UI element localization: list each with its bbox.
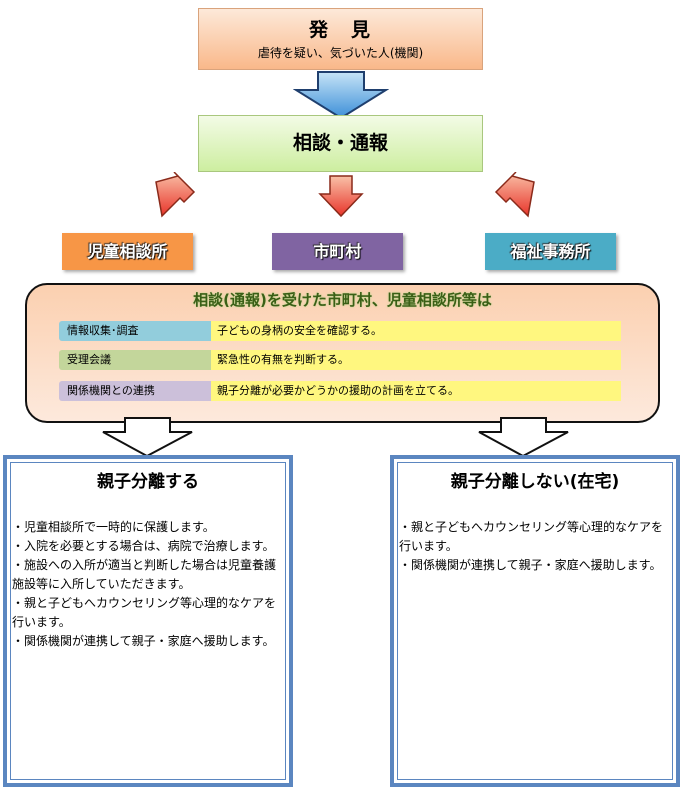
list-item: ・関係機関が連携して親子・家庭へ援助します。 xyxy=(399,558,662,572)
org-child-guidance-center: 児童相談所 xyxy=(62,233,193,270)
down-arrow-icon xyxy=(102,417,193,458)
home-title: 親子分離しない(在宅) xyxy=(450,472,620,492)
process-panel: 相談(通報)を受けた市町村、児童相談所等は 情報収集･調査子どもの身柄の安全を確… xyxy=(25,283,660,423)
org-welfare-office: 福祉事務所 xyxy=(485,233,616,270)
process-row: 関係機関との連携親子分離が必要かどうかの援助の計画を立てる。 xyxy=(59,381,621,401)
row-text: 親子分離が必要かどうかの援助の計画を立てる。 xyxy=(211,381,621,401)
consult-box: 相談・通報 xyxy=(198,115,483,172)
list-item: ・児童相談所で一時的に保護します。 xyxy=(12,520,215,534)
list-item: ・親と子どもへカウンセリング等心理的なケアを行います。 xyxy=(399,520,664,553)
arrow-down-icon xyxy=(318,175,364,218)
red-arrows xyxy=(155,172,535,218)
process-row: 受理会議緊急性の有無を判断する。 xyxy=(59,350,621,370)
list-item: ・親と子どもへカウンセリング等心理的なケアを行います。 xyxy=(12,596,277,629)
separate-panel: 親子分離する ・児童相談所で一時的に保護します。 ・入院を必要とする場合は、病院… xyxy=(3,455,293,787)
list-item: ・施設への入所が適当と判断した場合は児童養護施設等に入所していただきます。 xyxy=(12,558,277,591)
down-arrow-icon xyxy=(478,417,569,458)
arrow-left-icon xyxy=(155,172,196,218)
list-item: ・関係機関が連携して親子・家庭へ援助します。 xyxy=(12,634,275,648)
down-arrow-icon xyxy=(293,71,389,120)
discovery-box: 発 見 虐待を疑い、気づいた人(機関) xyxy=(198,8,483,70)
process-heading: 相談(通報)を受けた市町村、児童相談所等は xyxy=(193,291,492,309)
discovery-title: 発 見 xyxy=(308,19,372,41)
process-row: 情報収集･調査子どもの身柄の安全を確認する。 xyxy=(59,321,621,341)
arrow-right-icon xyxy=(494,172,535,218)
home-panel: 親子分離しない(在宅) ・親と子どもへカウンセリング等心理的なケアを行います。 … xyxy=(390,455,680,787)
row-label: 関係機関との連携 xyxy=(59,381,211,401)
org-municipality: 市町村 xyxy=(272,233,403,270)
consult-title: 相談・通報 xyxy=(292,132,388,154)
row-label: 受理会議 xyxy=(59,350,211,370)
separate-title: 親子分離する xyxy=(97,472,199,492)
row-text: 緊急性の有無を判断する。 xyxy=(211,350,621,370)
row-text: 子どもの身柄の安全を確認する。 xyxy=(211,321,621,341)
row-label: 情報収集･調査 xyxy=(59,321,211,341)
list-item: ・入院を必要とする場合は、病院で治療します。 xyxy=(12,539,275,553)
discovery-subtitle: 虐待を疑い、気づいた人(機関) xyxy=(257,46,424,60)
